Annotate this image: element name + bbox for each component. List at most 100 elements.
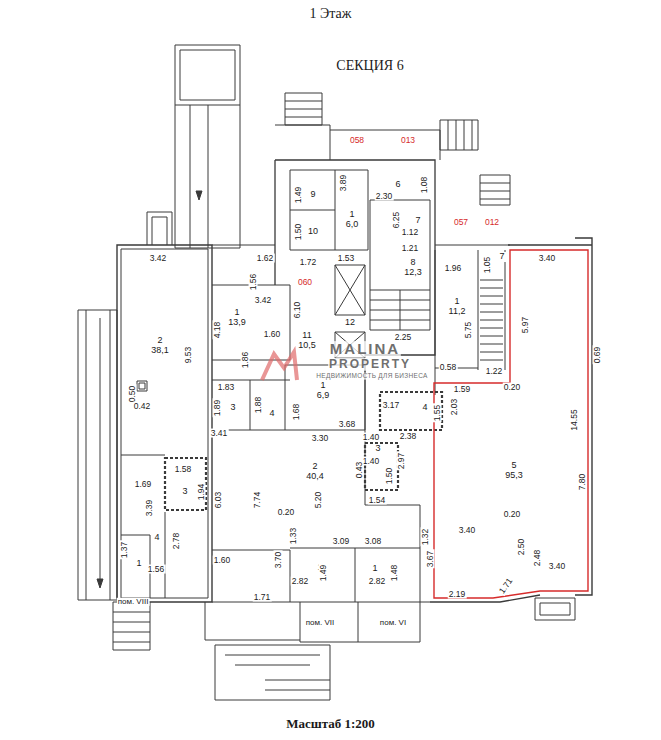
dimension-label: 6.10 xyxy=(293,301,302,320)
dimension-label: 1.54 xyxy=(368,496,387,505)
premises-label: пом. VIII xyxy=(117,598,150,606)
dimension-label: 1.50 xyxy=(294,223,303,242)
dimension-label: 5.97 xyxy=(521,316,530,335)
dimension-label: 1.71 xyxy=(497,576,515,596)
dimension-label: 1.49 xyxy=(319,564,328,583)
dimension-label: 6.03 xyxy=(214,491,223,510)
dimension-label: 1.68 xyxy=(292,403,301,422)
room-code: 057 xyxy=(453,218,469,227)
room: 4 xyxy=(419,401,431,415)
dimension-label: 1.86 xyxy=(241,351,250,370)
dimension-label: 7.80 xyxy=(578,473,587,492)
porch xyxy=(205,602,420,700)
room-number: 1 xyxy=(348,210,355,220)
watermark: MALINA xyxy=(329,341,401,357)
dimension-label: 3.40 xyxy=(548,562,567,571)
dimension-label: 1.69 xyxy=(134,480,153,489)
room: 9 xyxy=(304,185,322,205)
room: 1 xyxy=(369,562,381,576)
dimension-label: 1.40 xyxy=(362,433,381,442)
dimension-label: 4.18 xyxy=(213,321,222,340)
premises-boundary xyxy=(434,250,588,598)
dimension-label: 1.94 xyxy=(197,483,206,502)
dimension-label: 3.40 xyxy=(458,526,477,535)
room-area: 10,5 xyxy=(297,341,317,351)
ramp-arrow xyxy=(196,191,202,200)
dimension-label: 1.72 xyxy=(299,258,318,267)
dimension-label: 0.43 xyxy=(355,461,364,480)
room-number: 6 xyxy=(394,180,401,190)
room: 238,1 xyxy=(144,334,176,358)
room-area: 6,9 xyxy=(316,391,331,401)
room-area: 38,1 xyxy=(150,346,170,356)
room-code: 060 xyxy=(297,278,313,287)
dimension-label: 1.22 xyxy=(485,367,504,376)
dimension-label: 1.71 xyxy=(253,593,272,602)
room-area: 95,3 xyxy=(504,471,524,481)
dimension-label: 3.42 xyxy=(149,254,168,263)
dimension-label: 1.56 xyxy=(249,273,258,292)
stair xyxy=(370,200,430,330)
room-code: 058 xyxy=(349,136,365,145)
outer-wall xyxy=(430,238,592,602)
room-number: 10 xyxy=(307,227,319,237)
dimension-label: 0.50 xyxy=(128,385,137,404)
room-number: 4 xyxy=(268,409,275,419)
dimension-label: 5.75 xyxy=(464,321,473,340)
dimension-label: 1.53 xyxy=(337,254,356,263)
scale-caption: Масштаб 1:200 xyxy=(0,716,661,732)
ramp-arrow xyxy=(97,579,103,588)
room: 240,4 xyxy=(301,460,329,484)
room: 10 xyxy=(304,222,322,242)
stair xyxy=(440,120,478,150)
page-title: 1 Этаж xyxy=(0,6,661,22)
dimension-label: 1.89 xyxy=(213,399,222,418)
dimension-label: 2.50 xyxy=(517,538,526,557)
room-area: 13,9 xyxy=(227,318,247,328)
inner-wall xyxy=(121,249,208,598)
room: 1 xyxy=(133,557,145,571)
dimension-label: 2.78 xyxy=(172,532,181,551)
dimension-label: 0.42 xyxy=(133,402,152,411)
room: 3 xyxy=(372,442,384,456)
room-number: 1 xyxy=(135,559,142,569)
watermark: PROPERTY xyxy=(328,358,412,371)
exterior-ramp xyxy=(78,310,117,600)
core-wall xyxy=(275,160,435,355)
room-number: 8 xyxy=(409,258,416,268)
dimension-label: 1.58 xyxy=(174,465,193,474)
wall xyxy=(212,245,430,602)
room: 595,3 xyxy=(498,458,530,484)
dimension-label: 1.50 xyxy=(385,467,394,486)
dimension-label: 2.48 xyxy=(533,549,542,568)
room-number: 3 xyxy=(229,403,236,413)
room: 12 xyxy=(342,316,358,330)
dimension-label: 6.25 xyxy=(392,211,401,230)
room: 16,0 xyxy=(338,205,366,235)
dimension-label: 3.68 xyxy=(338,420,357,429)
dimension-label: 0.20 xyxy=(503,383,522,392)
dimension-label: 1.33 xyxy=(289,527,298,546)
dimension-label: 3.70 xyxy=(274,551,283,570)
dimension-label: 3.42 xyxy=(254,296,273,305)
room-area: 6,0 xyxy=(345,220,360,230)
dimension-label: 0.20 xyxy=(503,510,522,519)
dimension-label: 2.82 xyxy=(368,577,387,586)
room: 111,2 xyxy=(442,295,472,319)
room-number: 12 xyxy=(344,318,356,328)
dimension-label: 1.32 xyxy=(421,528,430,547)
dimension-label: 1.59 xyxy=(453,385,472,394)
room: 6 xyxy=(391,178,405,192)
room-code: 013 xyxy=(400,136,416,145)
room: 7 xyxy=(411,214,425,228)
room-area: 11,2 xyxy=(448,307,467,317)
room-number: 1 xyxy=(233,308,240,318)
room-number: 3 xyxy=(374,444,381,454)
dimension-label: 2.38 xyxy=(399,432,418,441)
room: 113,9 xyxy=(222,306,252,330)
room-number: 11 xyxy=(301,331,312,341)
room: 3 xyxy=(227,401,239,415)
dimension-label: 1.55 xyxy=(433,404,442,423)
room-number: 2 xyxy=(311,462,318,472)
partition-dashed xyxy=(165,458,206,510)
